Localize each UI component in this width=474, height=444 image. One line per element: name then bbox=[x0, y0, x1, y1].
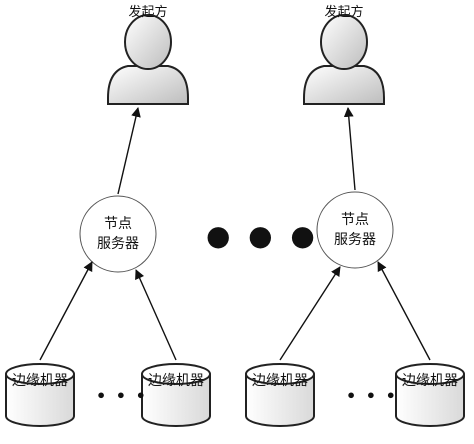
edge-machine-1 bbox=[5, 363, 75, 427]
node-server-right bbox=[316, 191, 394, 269]
node-label-line1: 节点 bbox=[104, 216, 132, 232]
edge-ellipsis-right: • • • bbox=[346, 386, 398, 405]
node-label-line2: 服务器 bbox=[97, 236, 139, 252]
initiator-label-left: 发起方 bbox=[128, 5, 168, 20]
person-icon-left bbox=[107, 14, 189, 105]
arrow-left-node-to-initiator bbox=[117, 107, 141, 195]
arrow-edge3-to-right-node bbox=[279, 266, 341, 361]
edge-machine-label-1: 边缘机器 bbox=[12, 373, 68, 389]
edge-machine-label-4: 边缘机器 bbox=[402, 373, 458, 389]
edge-machine-4 bbox=[395, 363, 465, 427]
node-label-line2: 服务器 bbox=[334, 232, 376, 248]
arrow-edge2-to-left-node bbox=[135, 269, 177, 361]
edge-machine-2 bbox=[141, 363, 211, 427]
initiator-label-right: 发起方 bbox=[324, 5, 364, 20]
arrow-right-node-to-initiator bbox=[343, 107, 356, 191]
node-label-line1: 节点 bbox=[341, 212, 369, 228]
edge-ellipsis-left: • • • bbox=[96, 386, 148, 405]
edge-machine-label-2: 边缘机器 bbox=[148, 373, 204, 389]
arrow-edge4-to-right-node bbox=[377, 261, 431, 361]
edge-machine-label-3: 边缘机器 bbox=[252, 373, 308, 389]
node-server-label-left: 节点 服务器 bbox=[78, 214, 158, 254]
edge-machine-3 bbox=[245, 363, 315, 427]
node-server-left bbox=[79, 195, 157, 273]
node-server-label-right: 节点 服务器 bbox=[315, 210, 395, 250]
person-icon-right bbox=[303, 14, 385, 105]
middle-ellipsis: ● ● ● bbox=[206, 219, 319, 252]
arrow-edge1-to-left-node bbox=[39, 261, 93, 361]
